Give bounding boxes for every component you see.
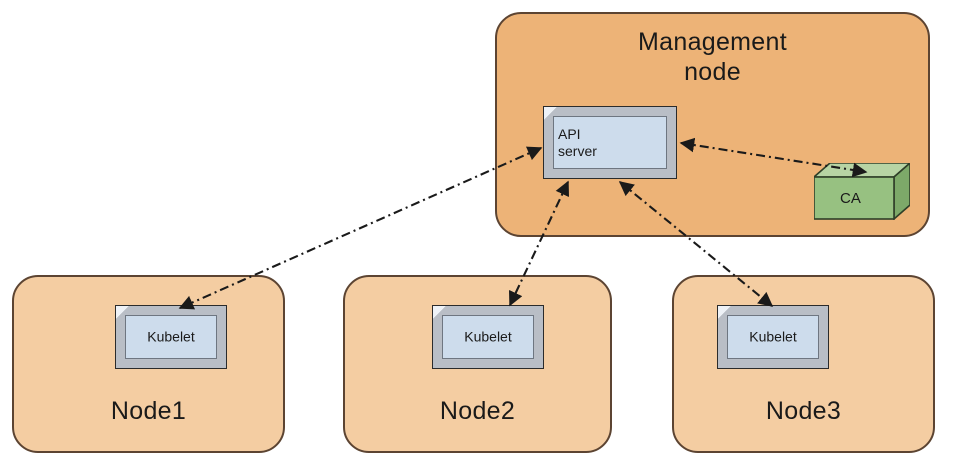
- node-label-3: Node3: [765, 397, 842, 425]
- api-server-face: [553, 116, 667, 169]
- kubelet-label-2: Kubelet: [464, 328, 512, 345]
- kubelet-component-2[interactable]: Kubelet: [432, 305, 544, 369]
- management-node-label: Management node: [638, 28, 787, 86]
- kubelet-label-3: Kubelet: [749, 328, 797, 345]
- kubelet-2-face: [442, 315, 534, 359]
- api-server-component[interactable]: API server: [543, 106, 677, 179]
- kubelet-component-3[interactable]: Kubelet: [717, 305, 829, 369]
- kubelet-1-face: [125, 315, 217, 359]
- kubelet-3-face: [727, 315, 819, 359]
- api-server-label: API server: [558, 125, 597, 159]
- kubelet-component-1[interactable]: Kubelet: [115, 305, 227, 369]
- node-label-2: Node2: [439, 397, 516, 425]
- ca-label: CA: [840, 190, 861, 207]
- ca-cuboid-shape: [811, 161, 913, 221]
- node-label-1: Node1: [110, 397, 187, 425]
- ca-cuboid[interactable]: CA: [811, 161, 913, 221]
- kubelet-label-1: Kubelet: [147, 328, 195, 345]
